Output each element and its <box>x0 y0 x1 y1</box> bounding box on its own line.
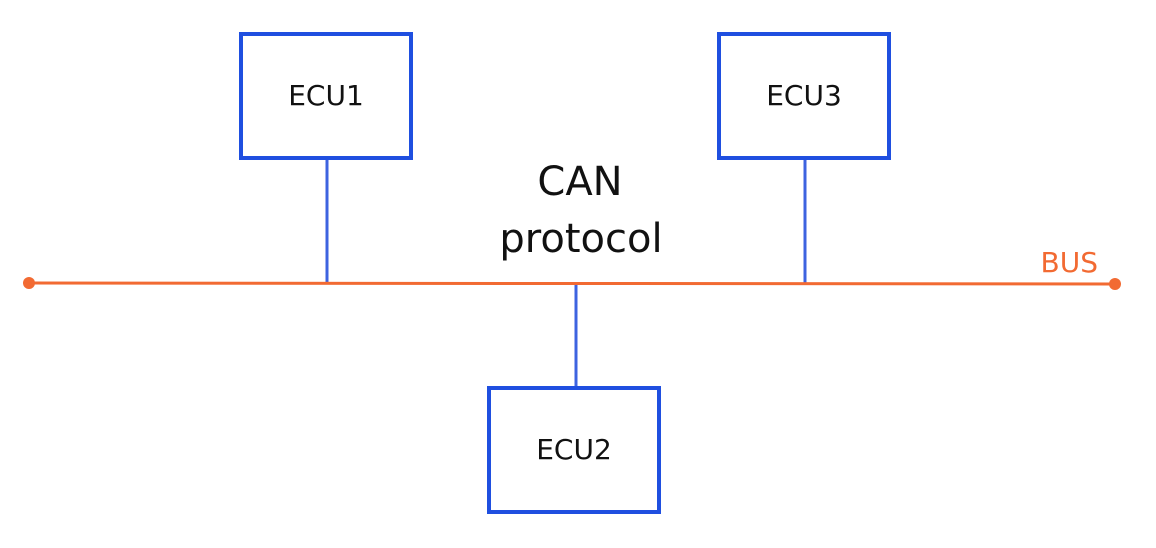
bus-line <box>28 281 1116 286</box>
bus-label: BUS <box>1041 246 1098 279</box>
ecu2-box <box>487 386 661 514</box>
bus-endpoint-left <box>23 277 35 289</box>
bus-endpoint-right <box>1109 278 1121 290</box>
ecu3-box <box>717 32 891 160</box>
ecu1-node: ECU1 <box>239 32 413 160</box>
ecu3-label: ECU3 <box>766 79 842 112</box>
ecu3-node: ECU3 <box>717 32 891 160</box>
diagram-title-line2: protocol <box>499 216 662 262</box>
ecu2-label: ECU2 <box>536 433 612 466</box>
ecu1-label: ECU1 <box>288 79 364 112</box>
diagram-title-line1: CAN <box>537 159 622 205</box>
ecu2-node: ECU2 <box>487 386 661 514</box>
ecu1-box <box>239 32 413 160</box>
